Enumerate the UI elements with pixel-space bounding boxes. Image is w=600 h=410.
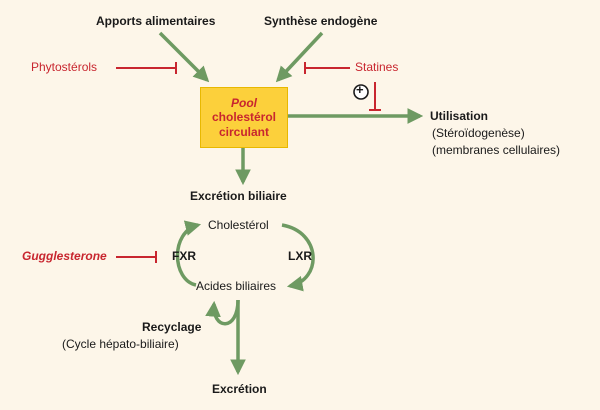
arrow-synthese-to-pool — [275, 31, 324, 83]
label-cycle-hepato-biliaire: (Cycle hépato-biliaire) — [62, 337, 179, 351]
label-recyclage: Recyclage — [142, 320, 202, 334]
label-acides-biliaires: Acides biliaires — [196, 279, 277, 293]
plus-symbol: + — [356, 82, 364, 97]
label-cholesterol: Cholestérol — [208, 218, 269, 232]
label-gugglesterone-part2: sterone — [63, 249, 107, 263]
arrow-apports-to-pool — [158, 31, 210, 83]
pool-line-3: circulant — [218, 124, 269, 139]
label-fxr: FXR — [172, 249, 196, 263]
label-gugglesterone: Gugglesterone — [22, 249, 107, 264]
label-excretion-biliaire: Excrétion biliaire — [190, 189, 287, 203]
label-excretion: Excrétion — [212, 382, 267, 396]
plus-circle — [353, 84, 369, 100]
label-steroidogenese: (Stéroïdogenèse) — [432, 126, 525, 140]
arrow-acides-to-cholesterol — [175, 220, 202, 287]
pool-line-1: Pool — [231, 95, 257, 110]
label-synthese-endogene: Synthèse endogène — [264, 14, 378, 28]
label-gugglesterone-part1: Guggle — [22, 249, 64, 263]
pool-cholesterol-box: Pool cholestérol circulant — [200, 87, 288, 148]
pool-line-2: cholestérol — [211, 110, 277, 125]
arrow-recyclage-hook — [205, 299, 240, 326]
arrow-cholesterol-to-acides — [281, 223, 315, 292]
label-apports-alimentaires: Apports alimentaires — [96, 14, 216, 28]
label-lxr: LXR — [288, 249, 312, 263]
label-membranes: (membranes cellulaires) — [432, 143, 561, 157]
label-statines: Statines — [355, 60, 399, 74]
label-phytosterols: Phytostérols — [31, 60, 98, 74]
label-utilisation: Utilisation — [430, 109, 489, 123]
